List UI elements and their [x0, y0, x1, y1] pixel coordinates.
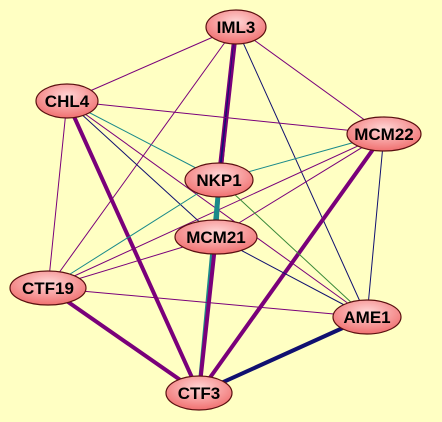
edges-layer — [46, 24, 386, 395]
node-label: MCM22 — [354, 125, 414, 144]
edge-iml3-mcm22 — [235, 26, 385, 135]
node-label: CTF19 — [22, 279, 74, 298]
node-ctf19[interactable]: CTF19 — [9, 270, 87, 306]
edge-chl4-nkp1 — [66, 100, 220, 181]
edge-nkp1-ame1 — [218, 179, 368, 318]
node-label: CHL4 — [45, 92, 90, 111]
node-mcm22[interactable]: MCM22 — [346, 116, 422, 152]
edge-iml3-chl4 — [66, 26, 237, 102]
node-ellipse — [332, 299, 402, 335]
edge-mcm21-ctf3 — [197, 235, 218, 395]
edge-mcm22-mcm21 — [215, 133, 385, 238]
edge-chl4-mcm21 — [66, 100, 217, 238]
edge-ame1-ctf3 — [197, 315, 369, 395]
node-ellipse — [346, 116, 422, 152]
edge-ctf19-ctf3 — [46, 286, 201, 395]
node-chl4[interactable]: CHL4 — [35, 83, 99, 119]
node-ame1[interactable]: AME1 — [332, 299, 402, 335]
edge-chl4-ctf19 — [47, 100, 68, 289]
node-mcm21[interactable]: MCM21 — [174, 219, 258, 255]
edge-chl4-mcm22 — [66, 100, 385, 135]
edge-mcm22-ctf3 — [197, 132, 386, 395]
node-ellipse — [35, 83, 99, 119]
node-label: AME1 — [343, 308, 390, 327]
node-ellipse — [174, 219, 258, 255]
node-label: IML3 — [217, 18, 256, 37]
node-iml3[interactable]: IML3 — [205, 9, 267, 45]
node-label: CTF3 — [178, 384, 221, 403]
node-nkp1[interactable]: NKP1 — [184, 162, 254, 198]
node-ellipse — [184, 162, 254, 198]
edge-iml3-ctf19 — [47, 26, 237, 289]
node-ellipse — [9, 270, 87, 306]
node-label: NKP1 — [196, 171, 241, 190]
edge-mcm22-ame1 — [366, 133, 385, 318]
node-ellipse — [165, 375, 233, 411]
edge-ctf19-ame1 — [47, 287, 368, 318]
edge-nkp1-ctf19 — [47, 179, 220, 289]
edge-chl4-ctf3 — [65, 99, 201, 395]
node-ellipse — [205, 9, 267, 45]
node-label: MCM21 — [186, 228, 246, 247]
node-ctf3[interactable]: CTF3 — [165, 375, 233, 411]
